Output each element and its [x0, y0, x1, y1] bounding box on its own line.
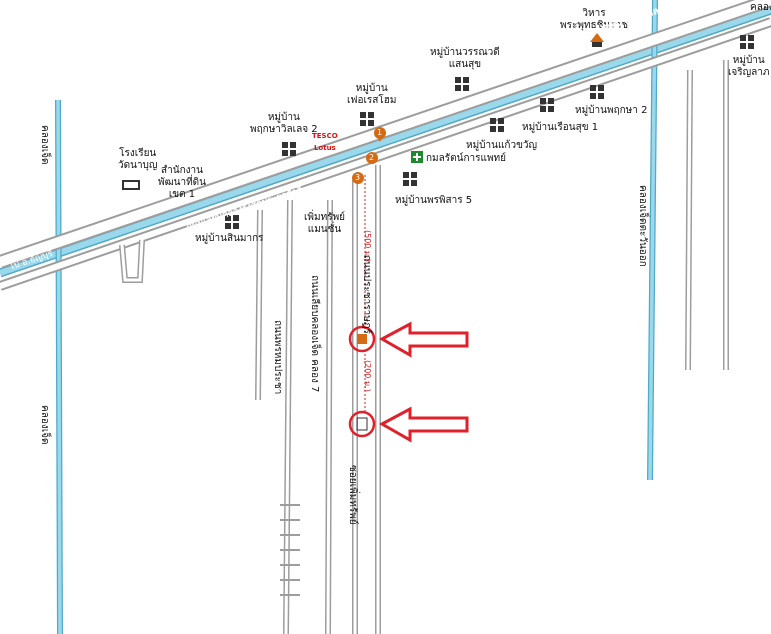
- canal-top-right-label: คลอง: [750, 2, 771, 13]
- canal-left-lower-label: คลองเจ็ด: [39, 405, 50, 445]
- temple-label: วิหารพระพุทธชินราช: [560, 8, 629, 31]
- road-left-label: ถนนพรหมประชา: [272, 320, 283, 395]
- house-icons: [225, 35, 754, 229]
- school-label: โรงเรียนวัดนาบุญ: [118, 148, 158, 171]
- location-marker-icon: [352, 127, 386, 184]
- village-pruksa2-label: หมู่บ้านพฤกษาวิลเลจ 2: [250, 112, 318, 135]
- village-pornsiri-label: หมู่บ้านพรพิสาร 5: [395, 195, 473, 206]
- hospital-icon: [411, 151, 423, 163]
- land-office-label: สำนักงานพัฒนาที่ดินเขต 1: [158, 165, 206, 200]
- school-icon: [122, 180, 140, 190]
- marker-3: 3: [355, 173, 361, 182]
- temple-icon: [590, 33, 604, 47]
- village-forest-label: หมู่บ้านเฟอเรสโฮม: [347, 83, 397, 106]
- arrow-left-icon: [378, 321, 469, 443]
- village-pruksa2b-label: หมู่บ้านพฤกษา 2: [575, 105, 648, 116]
- village-charoen-label: หมู่บ้านเจริญลาภ: [728, 55, 770, 78]
- highlight-circles: [348, 325, 376, 438]
- klong7-road-label: ถนนเลียบคลองเจ็ด คลอง 7: [309, 275, 320, 393]
- village-ruansuk-label: หมู่บ้านเรือนสุข 1: [522, 122, 599, 133]
- village-kaewkwan-label: หมู่บ้านแก้วขวัญ: [466, 140, 538, 151]
- medical-label: กมลรัตน์การแพทย์: [426, 153, 507, 164]
- pracharat-road-label: ถนนประชาราษฎร์: [361, 255, 372, 334]
- ladder-road: [280, 504, 300, 596]
- canal-right-label: คลองเจ็ดตะวันออก: [637, 185, 648, 267]
- canal-left-label: คลองเจ็ด: [39, 125, 50, 165]
- village-sinmakon-label: หมู่บ้านสินมากร: [195, 233, 264, 244]
- marker-2: 2: [369, 153, 375, 162]
- village-wanasa-label: หมู่บ้านวรรณวดีแสนสุข: [430, 47, 500, 70]
- distance-200-label: (200 ม.): [363, 360, 372, 392]
- marker-1: 1: [377, 128, 383, 137]
- soi-phoemsup-label: ซอยเพิ่มทรัพย์: [347, 465, 358, 525]
- phoemsap-label: เพิ่มทรัพย์แมนชั่น: [304, 212, 346, 235]
